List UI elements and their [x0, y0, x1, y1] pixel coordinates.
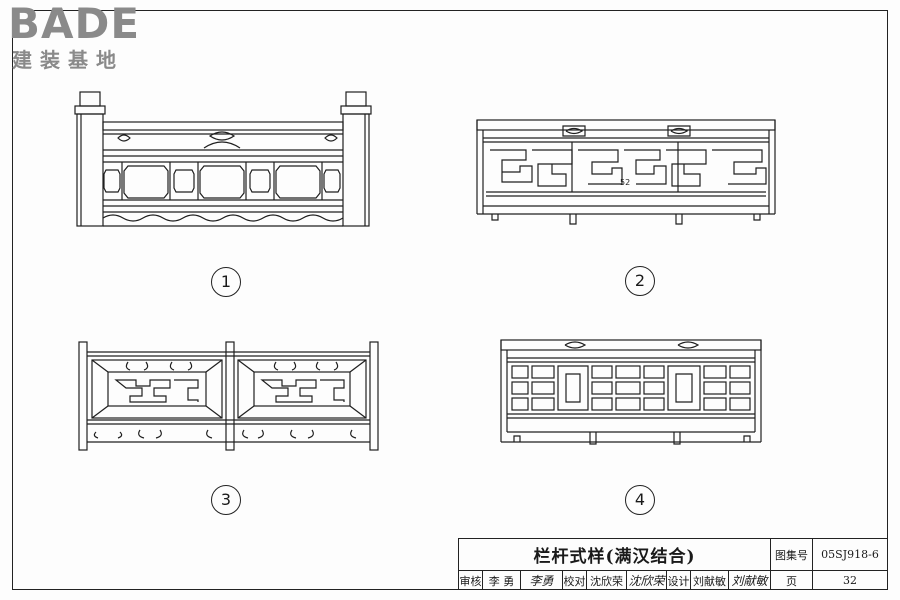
fig2-mark: 52	[620, 178, 630, 187]
logo-subtitle: 建装基地	[12, 48, 124, 72]
checker-signature: 沈欣荣	[626, 570, 666, 590]
drawing-title: 栏杆式样(满汉结合)	[458, 538, 770, 570]
figure-4-label: 4	[625, 485, 655, 515]
title-block: 栏杆式样(满汉结合) 图集号 05SJ918-6 审核 李 勇 李勇 校对 沈欣…	[458, 538, 888, 590]
railing-style-4-drawing	[500, 339, 762, 445]
railing-style-2-drawing	[476, 119, 776, 225]
page-label: 页	[770, 570, 812, 590]
bade-logo: BADE 建装基地	[8, 2, 158, 76]
railing-style-1-drawing	[74, 91, 372, 227]
designer-signature: 刘献敏	[728, 570, 770, 590]
review-label: 审核	[458, 570, 482, 590]
figure-1-label: 1	[211, 267, 241, 297]
reviewer-name: 李 勇	[482, 570, 520, 590]
designer-name: 刘献敏	[690, 570, 728, 590]
figure-2-label: 2	[625, 266, 655, 296]
reviewer-signature: 李勇	[520, 570, 562, 590]
atlas-number: 05SJ918-6	[812, 538, 888, 570]
page-number: 32	[812, 570, 888, 590]
drawing-frame	[12, 10, 888, 590]
design-label: 设计	[666, 570, 690, 590]
check-label: 校对	[562, 570, 586, 590]
logo-brand: BADE	[8, 0, 141, 48]
checker-name: 沈欣荣	[586, 570, 626, 590]
railing-style-3-drawing	[78, 341, 379, 451]
figure-3-label: 3	[211, 485, 241, 515]
atlas-number-label: 图集号	[770, 538, 812, 570]
